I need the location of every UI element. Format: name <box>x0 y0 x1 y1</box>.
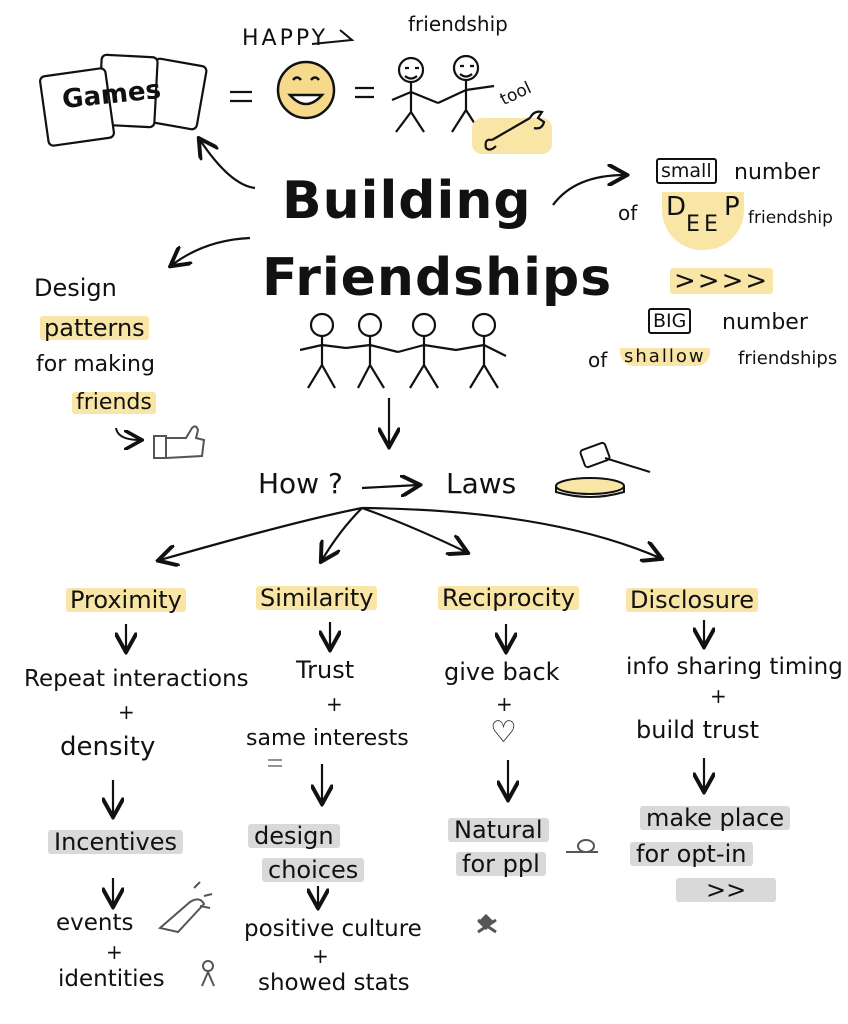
shallow-label: shallow <box>620 348 710 366</box>
gavel-icon <box>555 441 651 498</box>
equals-signs <box>230 86 374 103</box>
of-label-1: of <box>618 201 638 225</box>
equals-mark <box>268 759 282 767</box>
thumbs-up-icon <box>153 425 206 459</box>
design-choices-line-2: choices <box>262 858 365 882</box>
patterns-label: patterns <box>40 316 149 340</box>
identities-label: identities <box>58 966 165 992</box>
same-interests-label: same interests <box>246 726 409 751</box>
happy-label: HAPPY <box>242 26 329 51</box>
arrow-to-thumb <box>115 427 140 440</box>
opt-in-label: for opt-in <box>630 842 753 866</box>
give-back-label: give back <box>444 658 560 686</box>
reciprocity-plus-1: + <box>496 692 513 716</box>
natural-label: Natural <box>448 818 549 842</box>
positive-culture-label: positive culture <box>244 916 422 942</box>
arrow-to-right <box>552 175 625 206</box>
density-label: density <box>60 732 156 762</box>
for-making-label: for making <box>36 352 155 377</box>
deep-letter-d: D <box>666 192 687 222</box>
showed-stats-label: showed stats <box>258 970 410 996</box>
friendship-top-label: friendship <box>408 12 508 36</box>
incentives-label: Incentives <box>48 830 184 854</box>
four-friends-icon <box>299 312 507 389</box>
two-friends-icon <box>391 54 495 133</box>
make-place-label: make place <box>640 806 791 830</box>
proximity-plus-1: + <box>118 700 135 724</box>
trust-label: Trust <box>296 656 355 684</box>
laws-label: Laws <box>446 467 517 500</box>
disclosure-plus-1: + <box>710 684 727 708</box>
friendships-label: friendships <box>738 348 838 369</box>
happy-underline <box>311 29 355 45</box>
much-greater-arrows: >>>> <box>670 268 774 294</box>
number-label-2: number <box>722 310 808 335</box>
arrow-to-games <box>200 140 256 190</box>
star-mark-icon <box>477 913 497 934</box>
game-cards-icon <box>38 53 208 147</box>
deep-letter-e2: E <box>704 212 718 237</box>
wrench-icon <box>472 110 552 154</box>
proximity-plus-2: + <box>106 940 123 964</box>
similarity-heading: Similarity <box>256 586 378 610</box>
sprout-icon <box>566 839 598 853</box>
arrow-to-design <box>172 236 251 265</box>
disclosure-heading: Disclosure <box>626 588 759 612</box>
title-line-1: Building <box>282 171 532 231</box>
of-label-2: of <box>588 348 608 372</box>
info-sharing-label: info sharing timing <box>626 654 843 680</box>
design-label: Design <box>34 274 117 302</box>
branch-arrows <box>160 506 660 560</box>
design-choices-line-1: design <box>248 824 340 848</box>
number-label-1: number <box>734 160 820 185</box>
column-down-arrows <box>113 620 704 906</box>
heart-icon: ♡ <box>490 715 517 750</box>
repeat-interactions-label: Repeat interactions <box>24 666 249 692</box>
similarity-plus-1: + <box>326 692 343 716</box>
deep-letter-e1: E <box>686 212 700 237</box>
friendship-right-label: friendship <box>748 208 833 228</box>
smiley-face-icon <box>276 60 336 120</box>
disclosure-arrows: >> <box>676 878 777 902</box>
for-ppl-label: for ppl <box>456 852 546 876</box>
deep-letter-p: P <box>724 192 740 222</box>
proximity-heading: Proximity <box>66 588 186 612</box>
how-label: How ? <box>258 467 343 500</box>
title-line-2: Friendships <box>262 248 613 308</box>
reciprocity-heading: Reciprocity <box>438 586 579 610</box>
person-icon <box>201 960 215 987</box>
small-box: small <box>656 158 717 184</box>
friends-label: friends <box>72 392 156 414</box>
rocket-icon <box>157 881 213 934</box>
arrow-to-laws <box>361 485 418 488</box>
similarity-plus-2: + <box>312 944 329 968</box>
big-box: BIG <box>648 308 692 334</box>
events-label: events <box>56 910 134 936</box>
build-trust-label: build trust <box>636 716 760 744</box>
